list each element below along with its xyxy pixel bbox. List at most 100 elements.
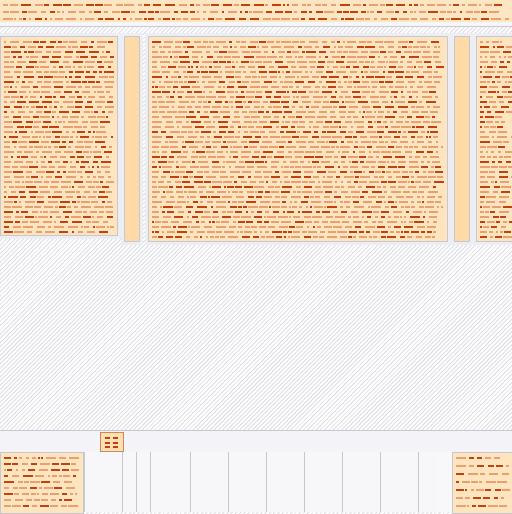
text-glyph-run [26, 121, 33, 123]
text-glyph-run [281, 166, 283, 168]
text-glyph-run [236, 196, 244, 198]
text-glyph-run [192, 86, 200, 88]
column-4[interactable] [150, 452, 191, 512]
text-glyph-run [257, 211, 262, 213]
text-glyph-run [411, 181, 414, 183]
divider-rail-left[interactable] [124, 36, 140, 242]
text-glyph-run [314, 131, 318, 133]
text-glyph-run [349, 76, 352, 78]
text-glyph-run [184, 81, 187, 83]
text-glyph-run [82, 121, 88, 123]
text-glyph-run [4, 126, 13, 128]
text-glyph-run [232, 61, 234, 63]
text-glyph-run [195, 106, 201, 108]
text-glyph-run [152, 226, 159, 228]
text-glyph-run [387, 161, 389, 163]
text-glyph-run [152, 161, 155, 163]
text-glyph-run [281, 221, 291, 223]
text-glyph-run [312, 76, 319, 78]
text-glyph-run [416, 116, 424, 118]
text-glyph-run [328, 86, 336, 88]
text-glyph-run [75, 493, 77, 495]
column-7[interactable] [266, 452, 305, 512]
text-glyph-run [43, 136, 45, 138]
text-glyph-run [391, 141, 397, 143]
text-glyph-run [301, 201, 308, 203]
text-glyph-run [420, 18, 428, 20]
text-glyph-run [108, 66, 111, 68]
text-glyph-run [4, 166, 10, 168]
text-glyph-run [388, 166, 397, 168]
text-glyph-run [341, 181, 343, 183]
text-glyph-run [354, 181, 358, 183]
text-glyph-run [25, 126, 32, 128]
text-glyph-run [244, 231, 252, 233]
text-glyph-run [379, 91, 389, 93]
column-6[interactable] [228, 452, 267, 512]
text-glyph-run [369, 151, 371, 153]
text-glyph-run [177, 91, 184, 93]
text-glyph-run [376, 156, 379, 158]
text-glyph-run [480, 166, 490, 168]
text-glyph-run [191, 226, 200, 228]
text-glyph-run [200, 66, 204, 68]
column-2[interactable] [122, 452, 137, 512]
text-glyph-run [354, 206, 364, 208]
column-9[interactable] [342, 452, 381, 512]
text-glyph-run [373, 106, 381, 108]
text-glyph-run [284, 46, 294, 48]
text-glyph-run [367, 11, 369, 13]
panel-right[interactable] [476, 36, 512, 242]
text-glyph-run [259, 121, 267, 123]
text-glyph-run [233, 146, 242, 148]
text-glyph-run [476, 489, 484, 491]
column-3[interactable] [136, 452, 151, 512]
grid-icon[interactable] [100, 432, 124, 452]
column-5[interactable] [190, 452, 229, 512]
column-11[interactable] [418, 452, 437, 512]
text-glyph-run [14, 161, 23, 163]
text-glyph-run [50, 71, 58, 73]
divider-rail-right[interactable] [454, 36, 470, 242]
text-glyph-run [96, 81, 100, 83]
text-glyph-run [74, 4, 83, 6]
text-glyph-run [480, 131, 485, 133]
text-glyph-run [55, 121, 57, 123]
text-glyph-run [391, 101, 393, 103]
text-glyph-run [389, 86, 393, 88]
text-glyph-run [186, 206, 193, 208]
text-glyph-run [263, 61, 272, 63]
lower-left-panel[interactable] [0, 452, 84, 514]
text-glyph-run [4, 81, 14, 83]
lower-right-panel[interactable] [452, 452, 512, 514]
text-glyph-run [63, 211, 72, 213]
text-glyph-run [281, 206, 287, 208]
text-glyph-run [310, 206, 312, 208]
text-glyph-run [66, 18, 76, 20]
text-glyph-run [210, 236, 214, 238]
text-glyph-run [247, 191, 254, 193]
panel-left[interactable] [0, 36, 118, 236]
text-glyph-run [235, 101, 242, 103]
text-glyph-run [404, 221, 406, 223]
text-glyph-run [271, 166, 277, 168]
column-8[interactable] [304, 452, 343, 512]
text-glyph-run [36, 231, 42, 233]
column-1[interactable] [84, 452, 123, 512]
text-glyph-run [396, 121, 403, 123]
text-glyph-run [345, 226, 352, 228]
text-glyph-run [480, 156, 485, 158]
text-glyph-run [90, 211, 97, 213]
column-10[interactable] [380, 452, 419, 512]
text-glyph-run [68, 226, 78, 228]
text-glyph-run [272, 206, 280, 208]
text-glyph-run [239, 18, 246, 20]
panel-center[interactable] [148, 36, 448, 242]
text-glyph-run [405, 151, 412, 153]
text-glyph-run [328, 171, 336, 173]
text-glyph-run [499, 196, 509, 198]
text-glyph-run [172, 106, 174, 108]
text-glyph-run [15, 86, 17, 88]
text-glyph-run [434, 81, 440, 83]
text-glyph-run [257, 221, 262, 223]
